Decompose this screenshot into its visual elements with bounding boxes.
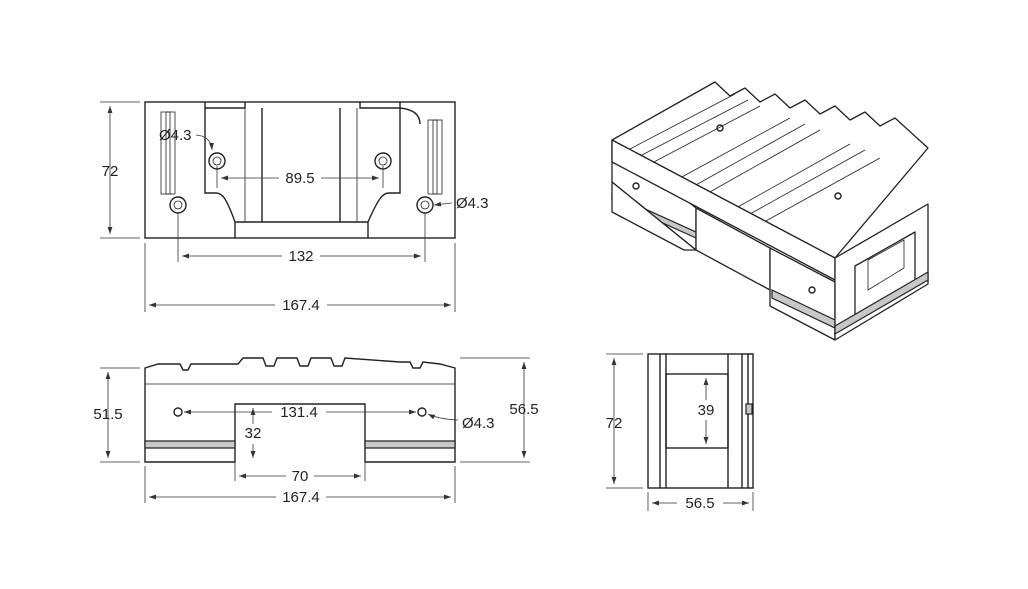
top-hole-label-right: Ø4.3 — [456, 195, 489, 212]
side-view-outline — [647, 353, 749, 489]
front-dim-height-left-text: 51.5 — [93, 406, 122, 423]
side-dim-height-text: 72 — [606, 415, 623, 432]
side-view: 72 39 56.5 — [606, 353, 754, 512]
side-dim-width-text: 56.5 — [685, 495, 714, 512]
top-view-outline — [144, 101, 456, 239]
front-dim-slot-width-text: 70 — [292, 468, 309, 485]
top-hole-label-left: Ø4.3 — [159, 127, 192, 144]
front-view-band — [144, 440, 456, 449]
iso-top — [611, 81, 929, 259]
side-dim-window-text: 39 — [698, 402, 715, 419]
front-dim-length-text: 167.4 — [282, 489, 320, 506]
top-view-right-ramp — [367, 108, 401, 238]
front-dim-hole-spacing-text: 131.4 — [280, 404, 318, 421]
front-dim-height-right-text: 56.5 — [509, 401, 538, 418]
top-view-left-ramp — [204, 108, 236, 238]
isometric-view — [611, 81, 929, 341]
top-view: 72 Ø4.3 89.5 Ø4.3 132 167.4 — [100, 101, 489, 314]
top-dim-inner-spacing-text: 89.5 — [285, 170, 314, 187]
front-view-outline — [144, 357, 456, 463]
front-hole-label: Ø4.3 — [462, 415, 495, 432]
top-view-rail-notches — [204, 102, 401, 109]
top-dim-outer-spacing-text: 132 — [288, 248, 313, 265]
front-view: 51.5 56.5 131.4 Ø4.3 32 70 167.4 — [93, 357, 539, 506]
top-dim-length-text: 167.4 — [282, 297, 320, 314]
front-dim-slot-height-text: 32 — [245, 425, 262, 442]
side-view-window — [665, 373, 729, 449]
top-dim-height-text: 72 — [102, 163, 119, 180]
